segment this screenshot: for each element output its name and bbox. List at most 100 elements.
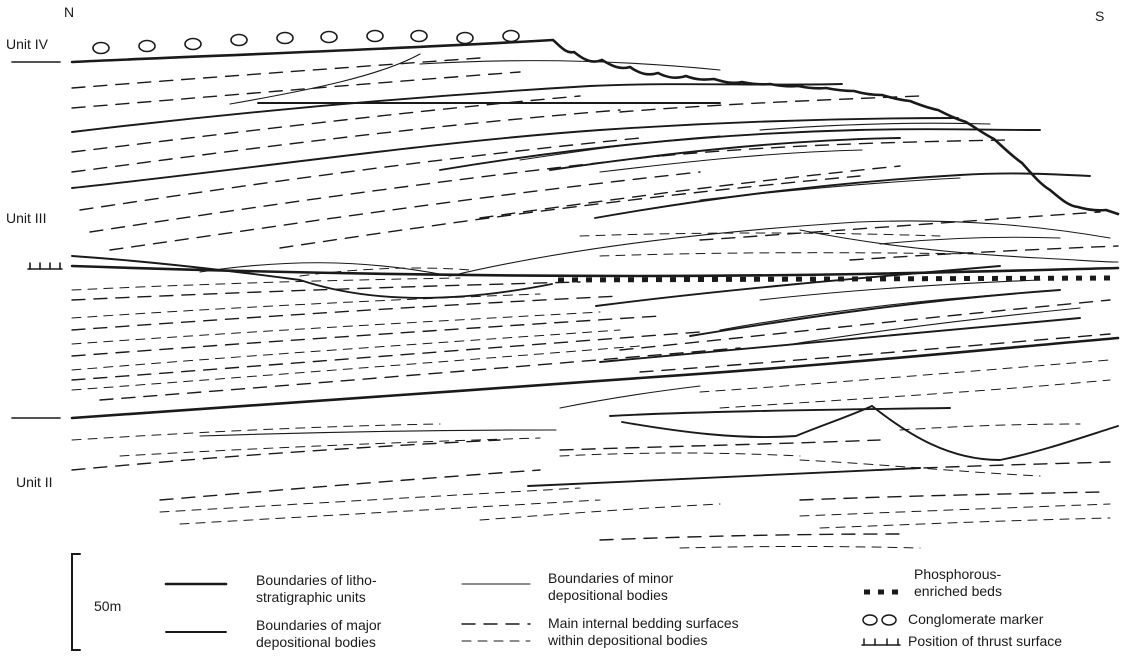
minor-body-boundary: [759, 279, 1041, 301]
bedding-surface: [799, 491, 1101, 501]
conglomerate-ellipse: [184, 37, 202, 51]
bedding-surface: [819, 517, 1111, 529]
major-body-boundary: [621, 405, 873, 438]
bedding-surface: [71, 277, 461, 291]
legend-item-phosphorous: Phosphorous- enriched beds: [914, 566, 1002, 600]
bedding-surface: [799, 503, 1111, 517]
legend-item-minor-bodies: Boundaries of minor depositional bodies: [548, 570, 673, 604]
bedding-surface: [599, 533, 901, 541]
conglomerate-ellipse: [276, 31, 294, 45]
major-body-boundaries: [71, 83, 1119, 487]
minor-body-boundary: [879, 236, 1061, 245]
bedding-surface: [71, 345, 641, 391]
minor-body-boundary: [449, 220, 1111, 277]
conglomerate-ellipse: [410, 29, 428, 43]
legend-text: Phosphorous-: [914, 566, 1002, 582]
bedding-surface: [679, 546, 921, 549]
minor-body-boundary: [599, 149, 863, 173]
minor-body-boundary: [699, 177, 961, 201]
bedding-surface: [159, 469, 541, 501]
bedding-surface: [71, 281, 581, 301]
major-body-boundary: [609, 407, 951, 417]
bedding-surface: [159, 487, 581, 513]
bedding-surface: [719, 379, 1111, 409]
bedding-surface: [639, 139, 1011, 159]
minor-body-boundary: [799, 229, 1119, 263]
minor-body-boundary: [229, 53, 421, 105]
bedding-surface: [479, 503, 721, 521]
legend-item-major-bodies: Boundaries of major depositional bodies: [256, 617, 381, 651]
major-body-boundary: [257, 101, 721, 104]
bedding-surface: [71, 71, 521, 109]
conglomerate-ellipse: [502, 29, 520, 43]
bedding-surface: [619, 95, 921, 113]
bedding-surface: [71, 57, 481, 89]
bedding-surface: [109, 171, 701, 251]
bedding-surface: [71, 311, 601, 345]
conglomerate-ellipse: [230, 33, 248, 47]
bedding-surface: [71, 293, 541, 319]
major-body-boundary: [599, 317, 1081, 363]
legend-text: depositional bodies: [548, 587, 668, 603]
bedding-surface: [99, 347, 741, 401]
bedding-surface: [799, 459, 1041, 477]
bedding-surface: [71, 439, 501, 471]
minor-body-boundary: [719, 293, 1011, 331]
major-body-boundary: [71, 255, 553, 299]
conglomerate-markers: [92, 29, 520, 55]
bedding-surface: [71, 331, 701, 381]
minor-body-boundary: [419, 60, 721, 71]
bedding-surface: [559, 452, 801, 457]
legend-text: Boundaries of major: [256, 617, 382, 633]
unit-label-iv: Unit IV: [6, 36, 49, 52]
thrust-surface-line: [70, 264, 1120, 278]
legend-text: Position of thrust surface: [908, 633, 1063, 649]
unit-label-ii: Unit II: [16, 474, 53, 490]
legend-text: Conglomerate marker: [908, 611, 1044, 627]
legend-item-bedding: Main internal bedding surfaces within de…: [548, 615, 739, 649]
bedding-surface: [299, 267, 471, 277]
major-body-boundary: [71, 117, 959, 189]
major-body-boundary: [527, 467, 921, 487]
bedding-surface: [599, 252, 981, 257]
minor-body-boundaries: [199, 53, 1119, 437]
bedding-surface: [579, 232, 941, 237]
bedding-surface: [479, 165, 901, 219]
legend-symbol-conglomerate: [862, 614, 897, 626]
minor-body-boundary: [199, 429, 557, 437]
bedding-surface: [899, 423, 1081, 431]
bedding-surface: [71, 329, 621, 371]
conglomerate-ellipse: [92, 41, 110, 55]
bedding-surface: [619, 299, 1111, 351]
major-body-boundary: [594, 172, 1091, 219]
bedding-surface: [71, 95, 581, 153]
bedding-surface: [179, 499, 601, 525]
bedding-surface: [639, 333, 1111, 373]
bedding-surface: [89, 155, 661, 233]
legend-item-conglomerate: Conglomerate marker: [908, 611, 1043, 628]
conglomerate-ellipse: [456, 31, 474, 45]
major-body-boundary: [71, 83, 843, 133]
legend-symbol-thrust: [861, 638, 901, 646]
bedding-surface: [279, 175, 861, 249]
top-surface-line: [70, 38, 1120, 216]
bedding-surface: [79, 137, 641, 211]
minor-body-boundary: [759, 122, 991, 131]
bedding-surface: [699, 211, 1101, 241]
phosphorous-beds: [557, 275, 1116, 283]
bedding-surface: [119, 437, 541, 457]
bedding-surface: [699, 359, 1111, 393]
minor-body-boundary: [199, 262, 451, 277]
bedding-surface: [71, 109, 621, 173]
legend-text: depositional bodies: [256, 634, 376, 650]
legend-text: within depositional bodies: [548, 632, 708, 648]
minor-bedding-surfaces: [71, 232, 1111, 549]
major-body-boundary: [439, 128, 1041, 171]
bedding-surface: [71, 295, 621, 331]
legend-text: Boundaries of minor: [548, 570, 674, 586]
scale-bar: [71, 553, 81, 651]
major-body-boundary: [595, 265, 1001, 307]
legend-item-thrust: Position of thrust surface: [908, 633, 1062, 650]
bedding-surface: [559, 439, 881, 451]
